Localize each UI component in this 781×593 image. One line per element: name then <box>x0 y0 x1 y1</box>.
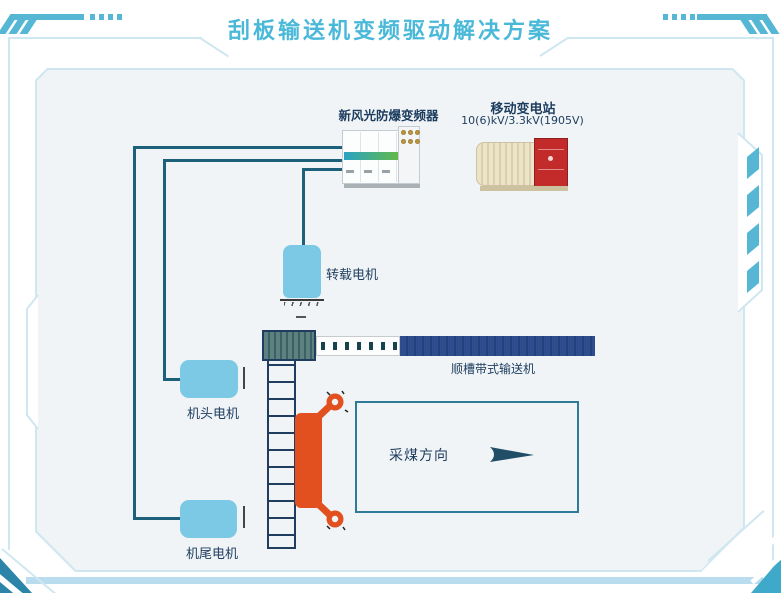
mining-direction-box <box>355 401 579 513</box>
edge-notch-left <box>26 294 39 430</box>
wire-outer-vertical <box>133 146 136 520</box>
wire-to-head-motor <box>163 378 181 381</box>
head-motor-label: 机头电机 <box>187 407 240 422</box>
cable-gland-icon <box>401 130 406 135</box>
mobile-substation <box>476 134 572 192</box>
head-motor <box>180 360 238 398</box>
deco-dash-icon <box>681 14 686 20</box>
cable-gland-icon <box>415 130 420 135</box>
substation-switchbox <box>534 138 568 188</box>
bottom-bar <box>26 577 763 584</box>
frame-line <box>567 37 774 39</box>
frame-line <box>8 37 10 550</box>
belt-loading-section <box>316 336 400 356</box>
wire-inverter-branch <box>302 168 352 171</box>
page-title: 刮板输送机变频驱动解决方案 <box>227 19 553 44</box>
direction-arrow-icon <box>490 447 534 462</box>
switchbox-line <box>538 169 564 170</box>
substation-name-label: 移动变电站 <box>490 102 556 117</box>
deco-dash-icon <box>663 14 668 20</box>
belt-loading-marks <box>321 342 397 350</box>
deco-dash-icon <box>108 14 113 20</box>
inverter-vent <box>364 170 372 173</box>
deco-bar-icon <box>697 14 767 20</box>
substation-skid <box>480 186 568 191</box>
cable-gland-icon <box>408 130 413 135</box>
transfer-motor-shaft <box>296 316 306 318</box>
inverter-base <box>344 184 420 188</box>
deco-dash-icon <box>690 14 695 20</box>
tail-motor <box>180 500 237 538</box>
wire-inner-vertical <box>163 159 166 381</box>
belt-conveyor-bar <box>400 336 595 356</box>
inverter-label: 新风光防爆变频器 <box>338 108 439 123</box>
wire-outer-top <box>133 146 353 149</box>
frame-line <box>772 37 774 577</box>
deco-dash-icon <box>99 14 104 20</box>
shearer-machine <box>295 390 349 531</box>
deco-dash-icon <box>117 14 122 20</box>
deco-dash-icon <box>90 14 95 20</box>
substation-transformer-body <box>476 142 540 186</box>
cable-gland-icon <box>401 139 406 144</box>
inverter-logo-stripe <box>344 152 398 160</box>
inverter-cabinet <box>342 124 434 190</box>
wire-to-tail-motor <box>133 517 181 520</box>
drum-pick-marks <box>326 390 349 531</box>
panel <box>35 68 745 572</box>
transfer-motor <box>283 245 321 298</box>
cable-gland-icon <box>415 139 420 144</box>
transfer-motor-label: 转载电机 <box>326 268 379 283</box>
switchbox-line <box>538 149 564 150</box>
inverter-vent <box>382 170 390 173</box>
deco-bar-icon <box>14 14 84 20</box>
head-motor-shaft <box>243 367 245 389</box>
frame-line <box>8 37 202 39</box>
deco-dash-icon <box>672 14 677 20</box>
transfer-motor-feet <box>284 302 320 306</box>
mining-direction-label: 采煤方向 <box>389 448 449 464</box>
transfer-motor-base <box>280 299 324 301</box>
belt-conveyor-label: 顺槽带式输送机 <box>451 362 536 376</box>
switchbox-dial-icon <box>548 156 553 161</box>
crusher-section <box>262 330 316 361</box>
wire-inner-top <box>163 159 353 162</box>
tail-motor-shaft <box>243 506 245 528</box>
substation-spec-label: 10(6)kV/3.3kV(1905V) <box>461 114 584 127</box>
tail-motor-label: 机尾电机 <box>186 547 239 562</box>
inverter-vent <box>346 170 354 173</box>
cable-gland-icon <box>408 139 413 144</box>
wire-to-transfer-motor <box>302 168 305 248</box>
edge-notch-right <box>737 132 763 313</box>
